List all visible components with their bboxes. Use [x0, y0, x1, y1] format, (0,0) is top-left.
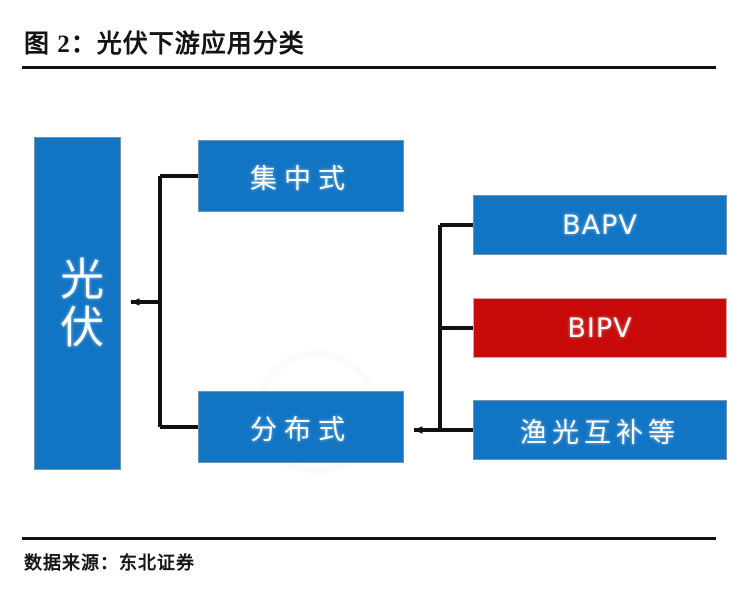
node-photovoltaic[interactable]: 光伏	[34, 137, 121, 470]
page-title: 图 2：光伏下游应用分类	[24, 31, 305, 58]
footer-divider	[22, 537, 716, 540]
node-centralized[interactable]: 集中式	[198, 140, 404, 212]
source-note: 数据来源：东北证券	[24, 553, 195, 573]
node-fishery-complementary[interactable]: 渔光互补等	[473, 400, 727, 460]
header-divider	[22, 66, 716, 69]
node-bipv[interactable]: BIPV	[473, 298, 727, 358]
diagram-canvas: 光伏 集中式 分布式 BAPV BIPV 渔光互补等	[0, 75, 743, 530]
node-bapv[interactable]: BAPV	[473, 195, 727, 255]
edge-level2-to-distributed	[413, 223, 473, 434]
node-distributed[interactable]: 分布式	[198, 391, 404, 463]
edge-level1-to-root	[130, 174, 198, 429]
